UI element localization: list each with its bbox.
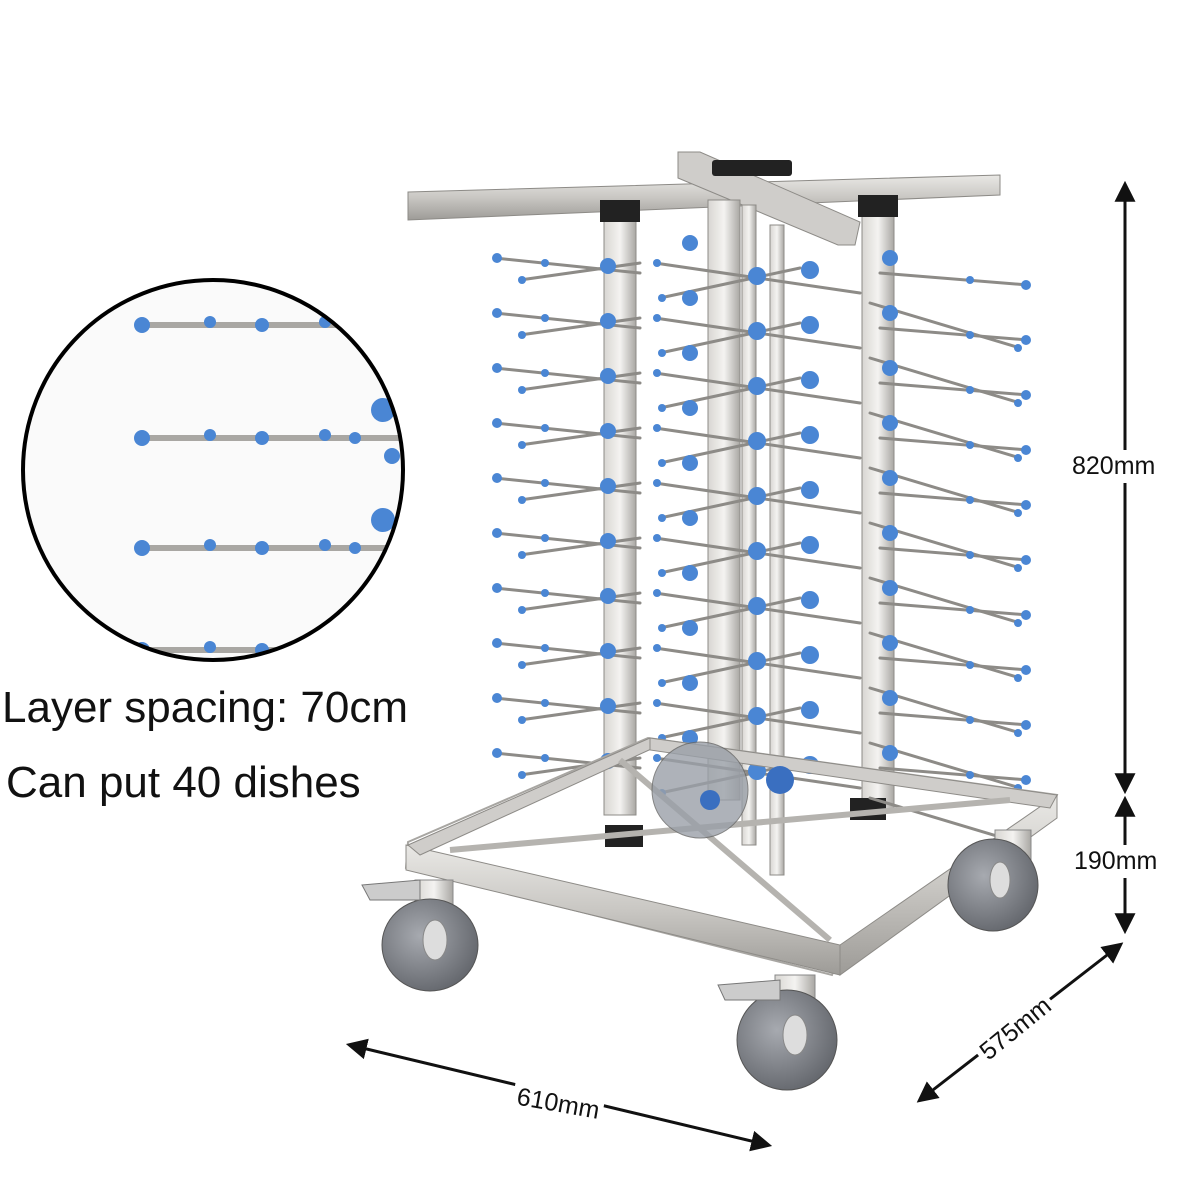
- peg-rods: [492, 235, 1031, 847]
- zoom-detail-circle: [21, 278, 405, 662]
- top-crossbar: [407, 151, 1001, 246]
- lower-height-label: 190mm: [1070, 845, 1162, 878]
- wheel-back-right: [947, 829, 1039, 932]
- layer-spacing-caption: Layer spacing: 70cm: [2, 683, 408, 732]
- wheel-front-right: [717, 974, 838, 1091]
- caster-wheels: [361, 829, 1039, 1091]
- wheel-front-left: [361, 879, 479, 992]
- capacity-caption: Can put 40 dishes: [6, 758, 361, 807]
- upper-height-label: 820mm: [1068, 450, 1160, 483]
